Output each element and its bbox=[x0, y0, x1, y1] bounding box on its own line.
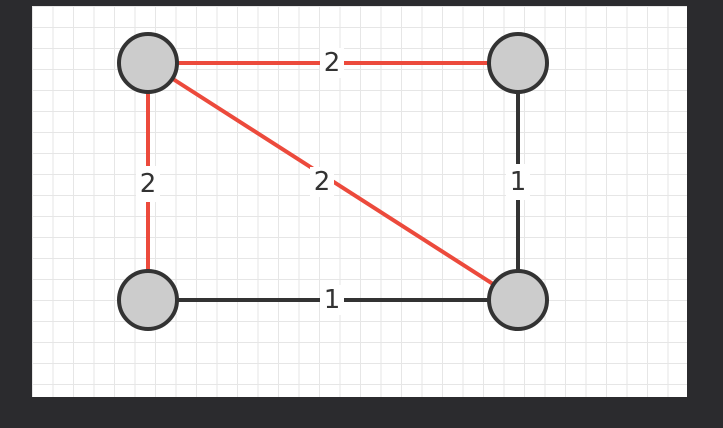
edge-label-background-top-left-to-bottom-right bbox=[310, 167, 334, 197]
edge-weight-label-top-left-to-bottom-left: 2 bbox=[140, 169, 157, 199]
nodes-layer bbox=[117, 32, 549, 331]
edge-label-background-top-left-to-bottom-left bbox=[136, 166, 160, 202]
grid-canvas: 2 2 2 1 1 bbox=[32, 6, 687, 397]
edge-label-background-bottom-left-to-bottom-right bbox=[320, 285, 344, 315]
edge-weight-label-top-left-to-bottom-right: 2 bbox=[314, 167, 331, 197]
node-top-left[interactable] bbox=[117, 32, 179, 94]
node-bottom-right[interactable] bbox=[487, 269, 549, 331]
edge-label-background-top-right-to-bottom-right bbox=[506, 164, 530, 200]
weighted-graph: 2 2 2 1 1 bbox=[117, 32, 549, 331]
node-bottom-left[interactable] bbox=[117, 269, 179, 331]
edge-weight-label-top-right-to-bottom-right: 1 bbox=[510, 167, 527, 197]
edge-weight-label-bottom-left-to-bottom-right: 1 bbox=[324, 285, 341, 315]
node-top-right[interactable] bbox=[487, 32, 549, 94]
edge-label-background-top-left-to-top-right bbox=[320, 48, 344, 78]
edge-labels-layer: 2 2 2 1 1 bbox=[136, 48, 530, 315]
edge-weight-label-top-left-to-top-right: 2 bbox=[324, 48, 341, 78]
